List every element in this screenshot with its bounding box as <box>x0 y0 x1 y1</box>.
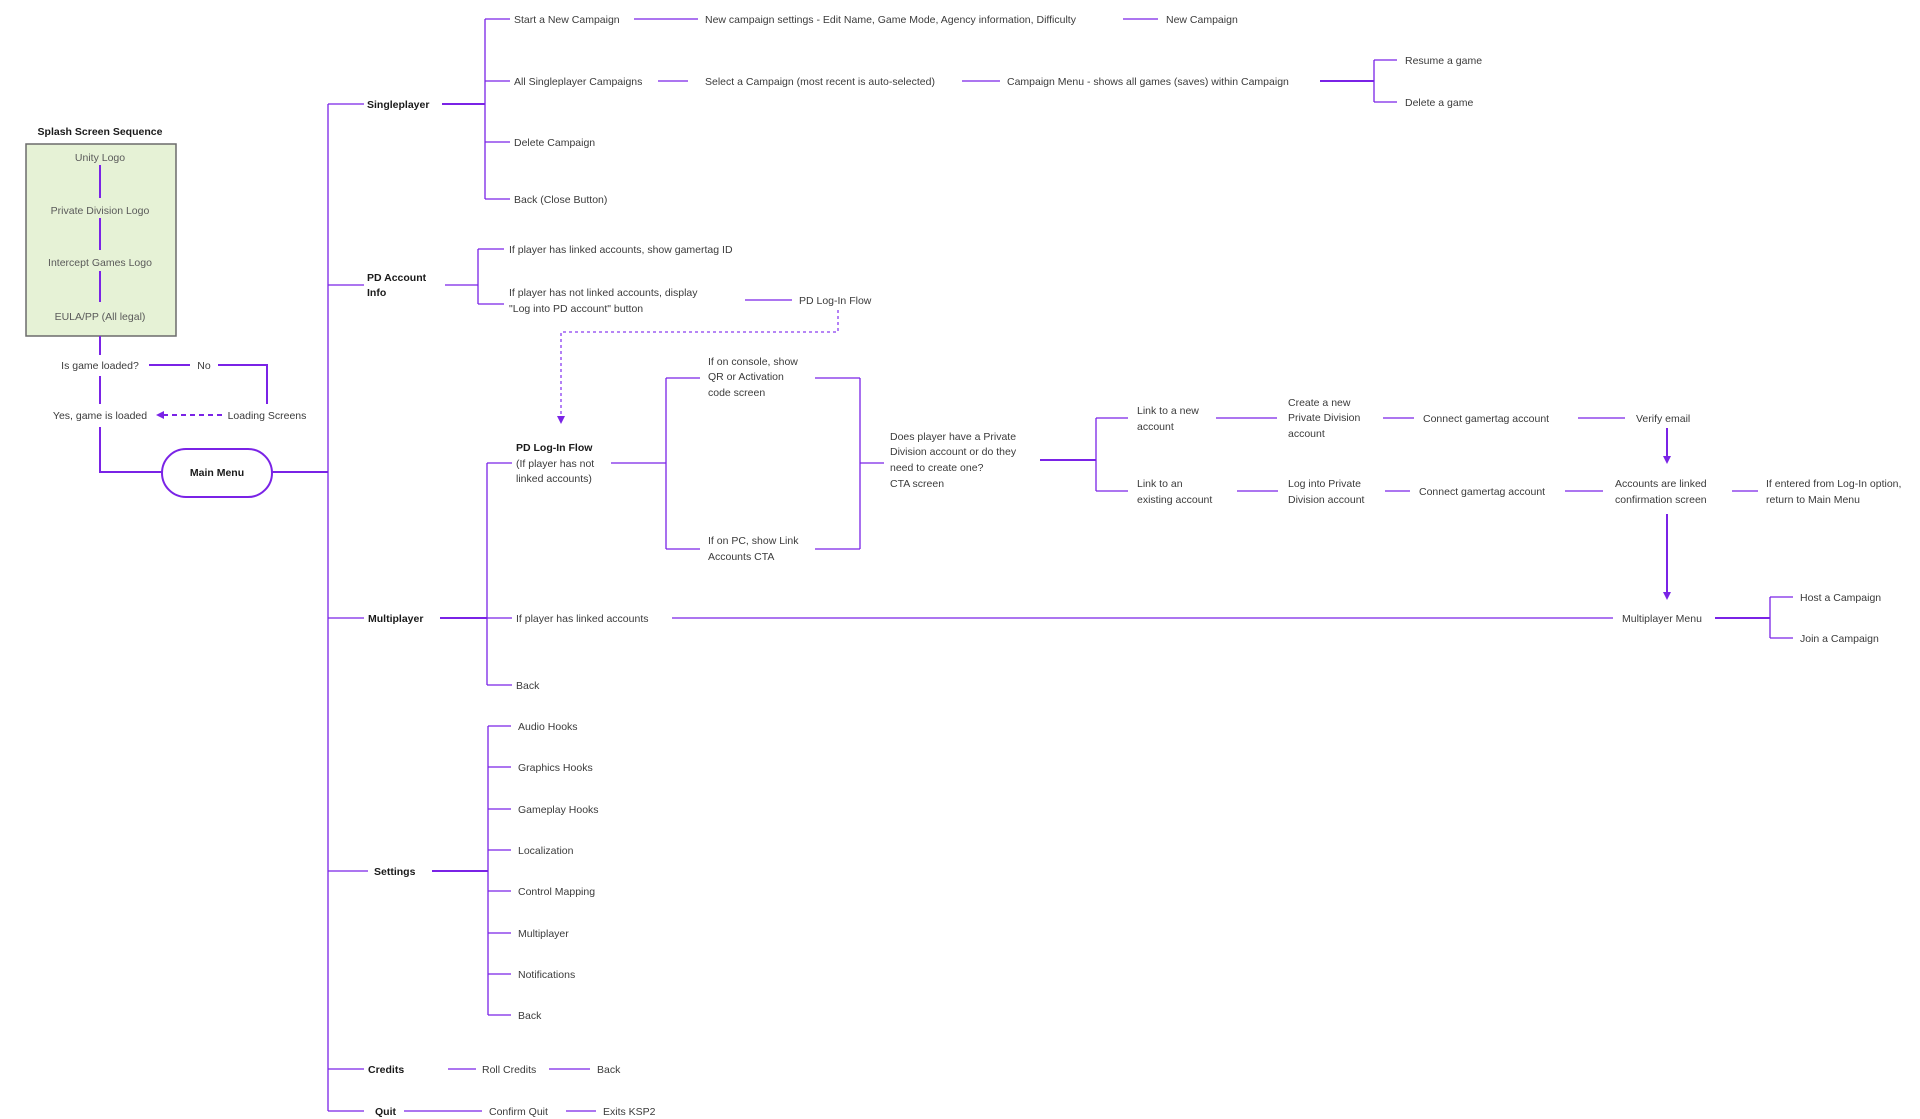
exits-ksp2: Exits KSP2 <box>603 1106 656 1118</box>
multiplayer-branch: Multiplayer PD Log-In Flow (If player ha… <box>328 356 1901 692</box>
multiplayer-menu: Multiplayer Menu <box>1622 613 1702 625</box>
return-main-2: return to Main Menu <box>1766 494 1860 506</box>
link-new-account-2: account <box>1137 421 1174 433</box>
create-pd-account-1: Create a new <box>1288 397 1351 409</box>
console-qr-3: code screen <box>708 387 765 399</box>
host-campaign: Host a Campaign <box>1800 592 1881 604</box>
create-pd-account-3: account <box>1288 428 1325 440</box>
login-flow-title: PD Log-In Flow <box>516 442 593 454</box>
singleplayer-branch: Singleplayer Start a New Campaign New ca… <box>328 14 1482 206</box>
sp-new-campaign-settings: New campaign settings - Edit Name, Game … <box>705 14 1077 26</box>
settings-item: Graphics Hooks <box>518 762 593 774</box>
splash-item-private-division: Private Division Logo <box>51 205 150 217</box>
no-label: No <box>197 360 211 372</box>
verify-email: Verify email <box>1636 413 1690 425</box>
quit-label: Quit <box>375 1106 396 1118</box>
credits-branch: Credits Roll Credits Back <box>328 1064 621 1076</box>
pd-account-label-1: PD Account <box>367 272 427 284</box>
singleplayer-label: Singleplayer <box>367 99 429 111</box>
game-loaded-question: Is game loaded? <box>61 360 139 372</box>
link-existing-1: Link to an <box>1137 478 1183 490</box>
main-menu-label: Main Menu <box>190 467 244 479</box>
link-new-account-1: Link to a new <box>1137 405 1199 417</box>
pd-question-2: Division account or do they <box>890 446 1017 458</box>
settings-item: Back <box>518 1010 542 1022</box>
accounts-linked-2: confirmation screen <box>1615 494 1707 506</box>
splash-item-eula: EULA/PP (All legal) <box>55 311 146 323</box>
settings-item: Audio Hooks <box>518 721 578 733</box>
roll-credits: Roll Credits <box>482 1064 536 1076</box>
settings-item: Control Mapping <box>518 886 595 898</box>
splash-sequence: Splash Screen Sequence Unity Logo Privat… <box>25 126 307 473</box>
sp-resume-game: Resume a game <box>1405 55 1482 67</box>
console-qr-1: If on console, show <box>708 356 798 368</box>
settings-label: Settings <box>374 866 416 878</box>
sp-new-campaign: New Campaign <box>1166 14 1238 26</box>
pd-question-4: CTA screen <box>890 478 944 490</box>
sp-select-campaign: Select a Campaign (most recent is auto-s… <box>705 76 935 88</box>
sp-start-new-campaign: Start a New Campaign <box>514 14 620 26</box>
pd-question-1: Does player have a Private <box>890 431 1016 443</box>
multiplayer-label: Multiplayer <box>368 613 423 625</box>
login-pd-2: Division account <box>1288 494 1365 506</box>
pd-account-label-2: Info <box>367 287 386 299</box>
mp-back: Back <box>516 680 540 692</box>
connect-gamertag-2: Connect gamertag account <box>1419 486 1545 498</box>
pc-link-2: Accounts CTA <box>708 551 774 563</box>
return-main-1: If entered from Log-In option, <box>1766 478 1901 490</box>
pd-linked-gamertag: If player has linked accounts, show game… <box>509 244 733 256</box>
link-existing-2: existing account <box>1137 494 1212 506</box>
splash-item-intercept: Intercept Games Logo <box>48 257 152 269</box>
pc-link-1: If on PC, show Link <box>708 535 799 547</box>
sp-delete-game: Delete a game <box>1405 97 1473 109</box>
credits-label: Credits <box>368 1064 404 1076</box>
settings-item: Gameplay Hooks <box>518 804 599 816</box>
settings-item: Localization <box>518 845 574 857</box>
create-pd-account-2: Private Division <box>1288 412 1361 424</box>
splash-item-unity: Unity Logo <box>75 152 125 164</box>
confirm-quit: Confirm Quit <box>489 1106 548 1118</box>
join-campaign: Join a Campaign <box>1800 633 1879 645</box>
settings-item: Multiplayer <box>518 928 569 940</box>
login-flow-subtitle-1: (If player has not <box>516 458 594 470</box>
splash-title: Splash Screen Sequence <box>38 126 163 138</box>
sp-delete-campaign: Delete Campaign <box>514 137 595 149</box>
loading-screens-label: Loading Screens <box>228 410 307 422</box>
login-flow-dashed-link <box>557 310 839 424</box>
pd-account-branch: PD Account Info If player has linked acc… <box>328 244 872 424</box>
credits-back: Back <box>597 1064 621 1076</box>
yes-loaded-label: Yes, game is loaded <box>53 410 147 422</box>
pd-not-linked-1: If player has not linked accounts, displ… <box>509 287 698 299</box>
settings-item: Notifications <box>518 969 575 981</box>
pd-login-flow-ref: PD Log-In Flow <box>799 295 872 307</box>
accounts-linked-1: Accounts are linked <box>1615 478 1707 490</box>
quit-branch: Quit Confirm Quit Exits KSP2 <box>328 1106 656 1118</box>
login-pd-1: Log into Private <box>1288 478 1361 490</box>
sp-campaign-menu: Campaign Menu - shows all games (saves) … <box>1007 76 1289 88</box>
mp-if-linked: If player has linked accounts <box>516 613 649 625</box>
login-flow-subtitle-2: linked accounts) <box>516 473 592 485</box>
sp-all-campaigns: All Singleplayer Campaigns <box>514 76 642 88</box>
connect-gamertag-1: Connect gamertag account <box>1423 413 1549 425</box>
sp-back: Back (Close Button) <box>514 194 607 206</box>
pd-not-linked-2: "Log into PD account" button <box>509 303 643 315</box>
pd-question-3: need to create one? <box>890 462 984 474</box>
console-qr-2: QR or Activation <box>708 371 784 383</box>
